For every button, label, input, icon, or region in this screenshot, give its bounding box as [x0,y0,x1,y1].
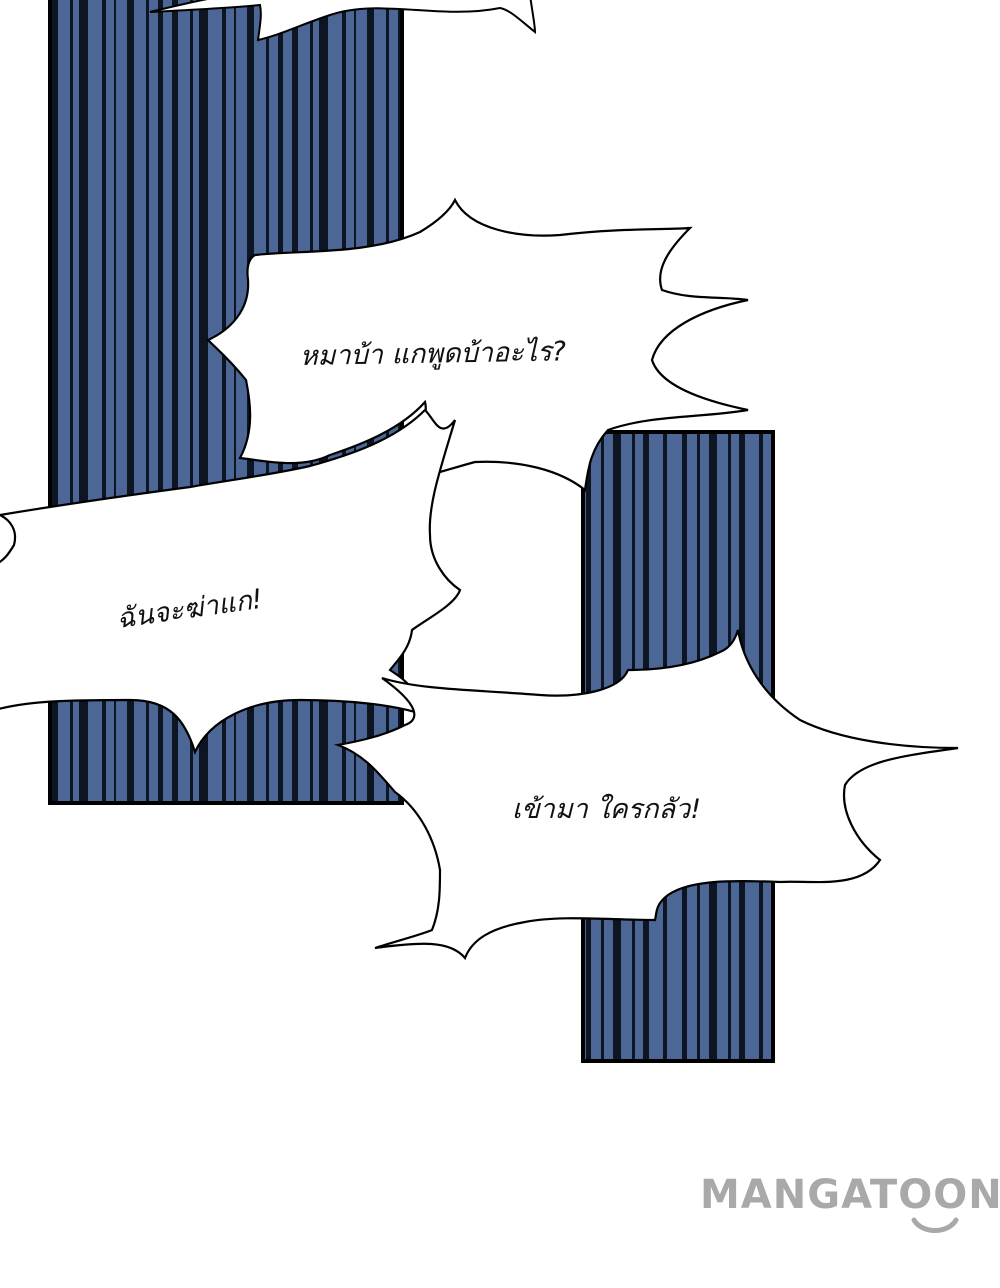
speech-bubble-2 [0,408,462,756]
mangatoon-logo: MANGATOON [700,1172,1000,1242]
speech-bubble-1 [206,197,749,493]
watermark-text: MANGATOON [700,1172,1000,1218]
speech-text-3: เข้ามา ใครกลัว! [512,793,701,825]
speech-bubble-top [149,0,537,42]
speech-text-1: หมาบ้า แกพูดบ้าอะไร? [300,335,567,373]
speech-bubble-3 [333,629,959,961]
smile-icon [911,1217,959,1233]
